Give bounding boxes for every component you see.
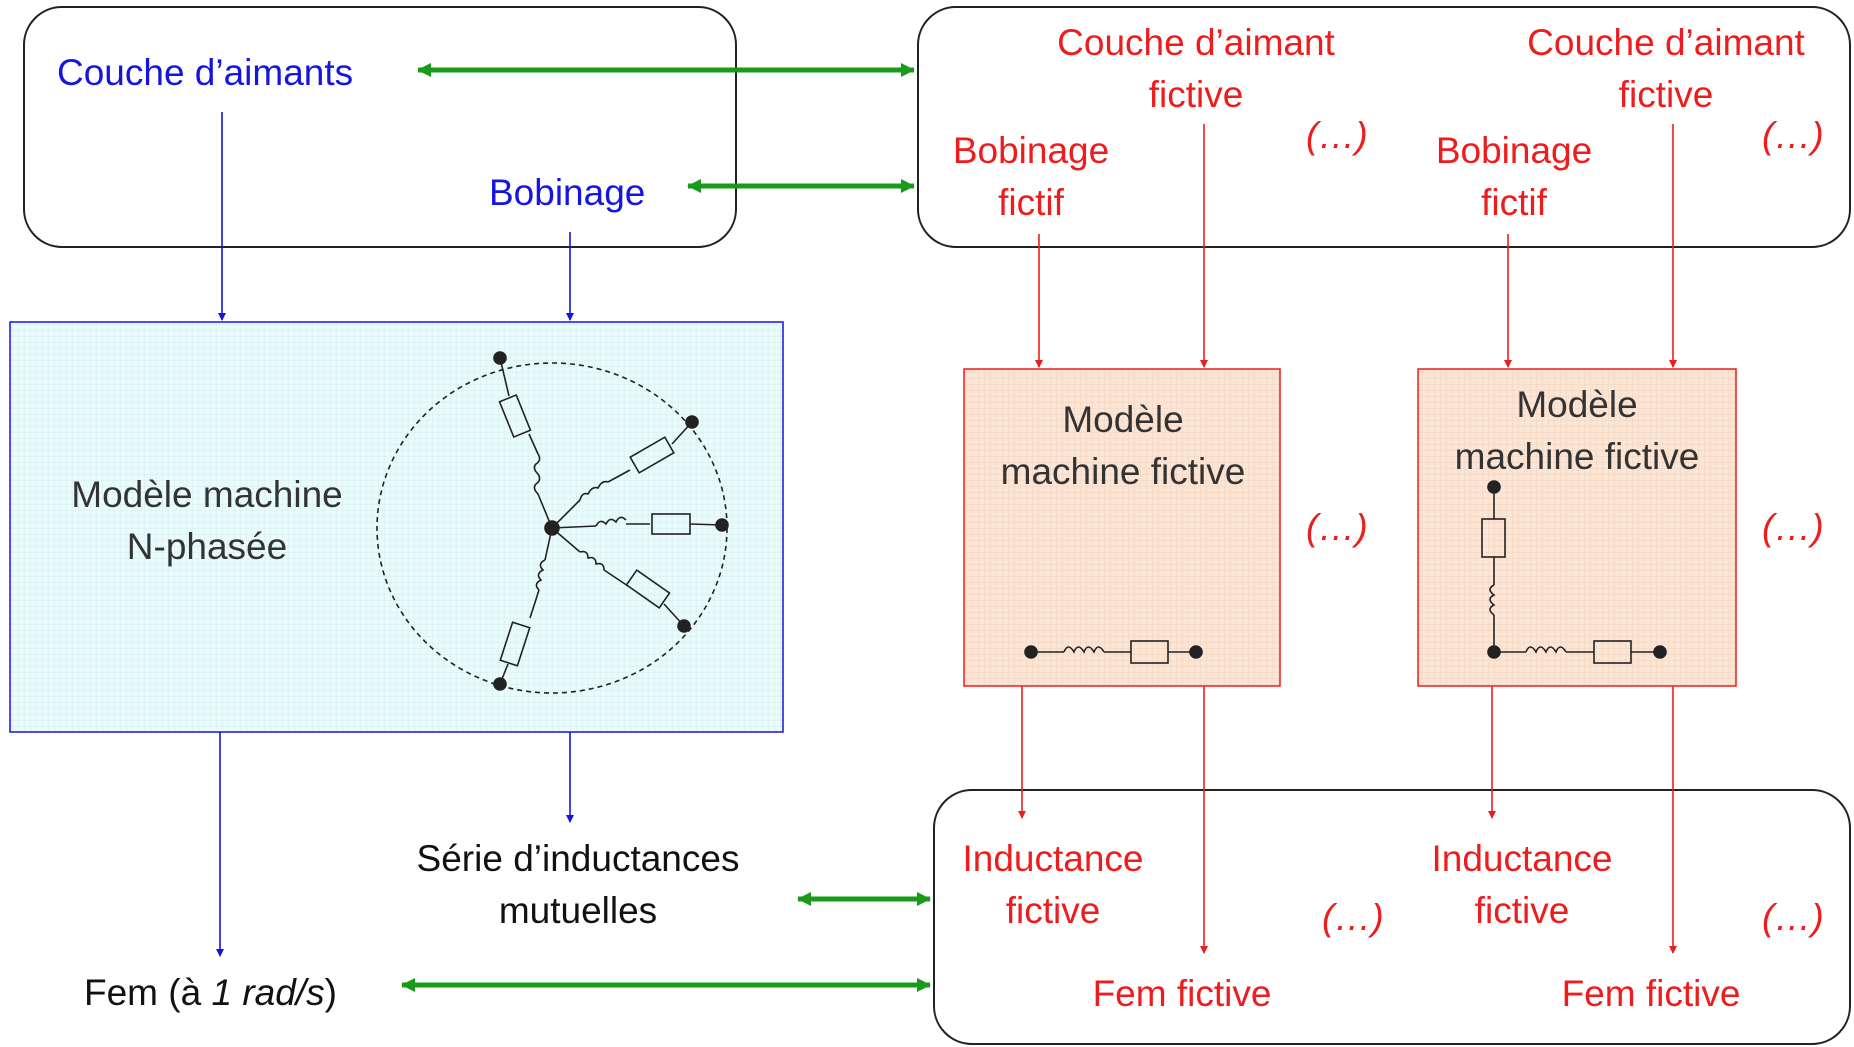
fictitious-inductance-2-line-1: Inductance: [1431, 838, 1613, 879]
n-phase-model-title-line-1: Modèle machine: [71, 474, 343, 515]
mutual-inductances-line-1: Série d’inductances: [416, 838, 740, 879]
top-left-box: [23, 6, 737, 248]
fictitious-emf-label-2: Fem fictive: [1561, 973, 1741, 1014]
bottom-right-box: [933, 789, 1851, 1045]
series-rl-circuit-symbol-1: [1024, 640, 1203, 664]
series-rl-circuit-symbol-2: [1481, 480, 1667, 664]
fictitious-winding-2-line-1: Bobinage: [1435, 130, 1593, 171]
winding-label: Bobinage: [489, 172, 646, 213]
fictitious-model-panel-1: [963, 368, 1281, 687]
fictitious-inductance-label-2: Inductance fictive: [1431, 833, 1612, 937]
fictitious-magnet-2-line-1: Couche d’aimant: [1527, 22, 1805, 63]
fictitious-magnet-layer-label-1: Couche d’aimant fictive: [1057, 17, 1335, 121]
fictitious-model-2-title-line-2: machine fictive: [1454, 436, 1700, 477]
fictitious-inductance-1-line-2: fictive: [1005, 890, 1101, 931]
fictitious-emf-label-1: Fem fictive: [1092, 973, 1272, 1014]
emf-suffix: ): [324, 972, 337, 1013]
fictitious-winding-1-line-1: Bobinage: [952, 130, 1110, 171]
fictitious-winding-1-line-2: fictif: [998, 182, 1064, 223]
fictitious-model-panel-2: [1417, 368, 1737, 687]
fictitious-model-2-title-line-1: Modèle: [1516, 384, 1638, 425]
fictitious-magnet-1-line-2: fictive: [1148, 74, 1244, 115]
fictitious-winding-label-2: Bobinage fictif: [1436, 125, 1592, 229]
emf-label: Fem (à 1 rad/s): [84, 967, 337, 1019]
n-phase-model-panel: [9, 321, 784, 733]
fictitious-inductance-1-line-1: Inductance: [962, 838, 1144, 879]
ellipsis-bottom-1: (…): [1322, 897, 1384, 938]
fictitious-model-1-title-line-2: machine fictive: [1000, 451, 1246, 492]
fictitious-magnet-2-line-2: fictive: [1618, 74, 1714, 115]
fictitious-magnet-1-line-1: Couche d’aimant: [1057, 22, 1335, 63]
emf-speed: 1 rad/s: [211, 972, 325, 1013]
ellipsis-top-2: (…): [1762, 115, 1824, 156]
fictitious-winding-label-1: Bobinage fictif: [953, 125, 1109, 229]
fictitious-magnet-layer-label-2: Couche d’aimant fictive: [1527, 17, 1805, 121]
fictitious-model-1-title-line-1: Modèle: [1062, 399, 1184, 440]
fictitious-inductance-label-1: Inductance fictive: [962, 833, 1143, 937]
fictitious-model-title-2: Modèle machine fictive: [1455, 379, 1700, 483]
ellipsis-middle-2: (…): [1762, 507, 1824, 548]
ellipsis-top-1: (…): [1306, 115, 1368, 156]
n-phase-model-title-line-2: N-phasée: [126, 526, 288, 567]
emf-prefix: Fem (à: [84, 972, 212, 1013]
fictitious-winding-2-line-2: fictif: [1481, 182, 1547, 223]
magnets-layer-label: Couche d’aimants: [57, 52, 354, 93]
fictitious-model-title-1: Modèle machine fictive: [1001, 394, 1246, 498]
ellipsis-bottom-2: (…): [1762, 897, 1824, 938]
n-phase-model-title: Modèle machine N-phasée: [71, 469, 342, 573]
mutual-inductances-line-2: mutuelles: [498, 890, 658, 931]
ellipsis-middle-1: (…): [1306, 507, 1368, 548]
top-right-box: [917, 6, 1851, 248]
fictitious-inductance-2-line-2: fictive: [1474, 890, 1570, 931]
mutual-inductances-label: Série d’inductances mutuelles: [417, 833, 740, 937]
star-circuit-symbol: [376, 351, 729, 694]
